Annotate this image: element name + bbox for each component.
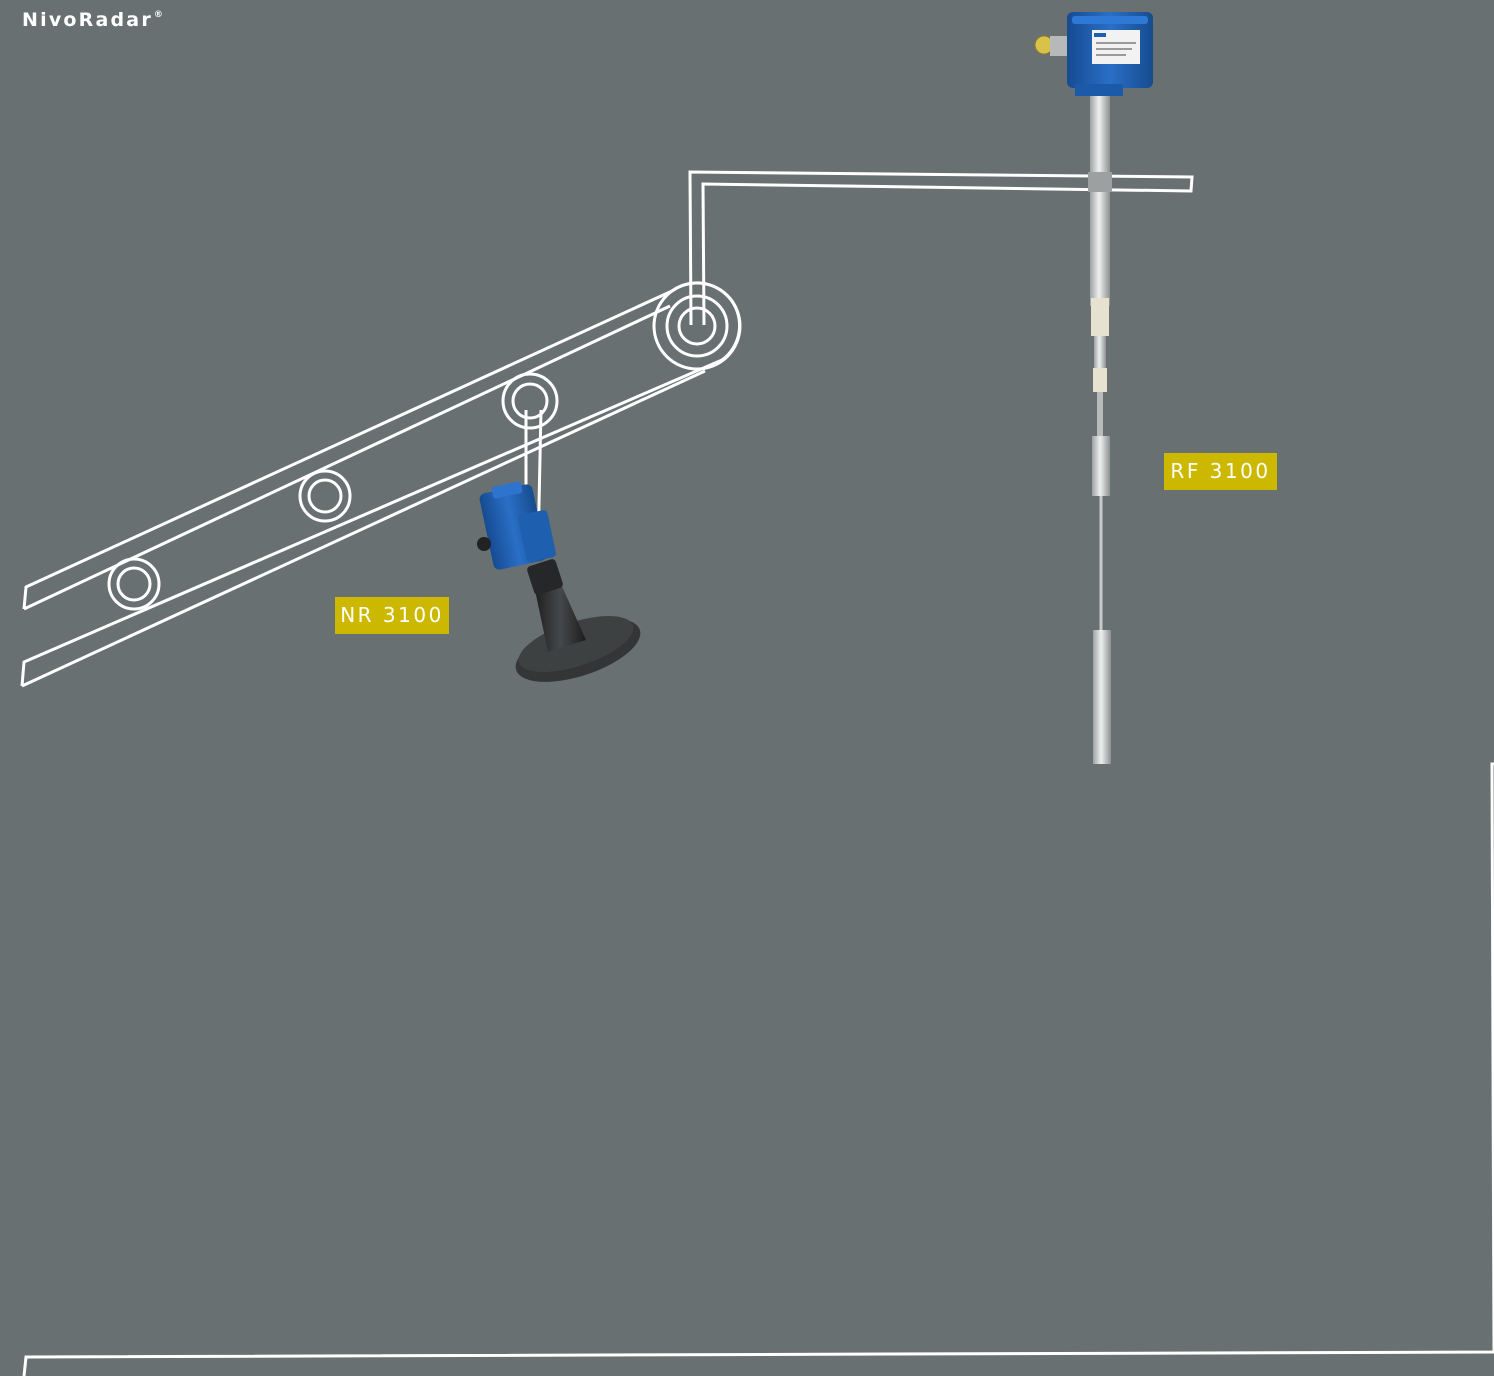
roller-3	[503, 374, 557, 428]
conveyor-rollers	[109, 283, 740, 609]
radar-level-sensor-icon	[477, 481, 648, 695]
nr-3100-label: NR 3100	[335, 597, 449, 634]
head-pulley	[654, 283, 740, 369]
rf-3100-label: RF 3100	[1164, 453, 1277, 490]
roller-1	[109, 559, 159, 609]
rf-support-bracket	[690, 172, 1192, 325]
conveyor-head-pulley-wrap	[672, 283, 740, 360]
rf-level-probe-icon	[1035, 12, 1153, 764]
vessel-outline	[24, 764, 1494, 1376]
roller-2	[300, 471, 350, 521]
